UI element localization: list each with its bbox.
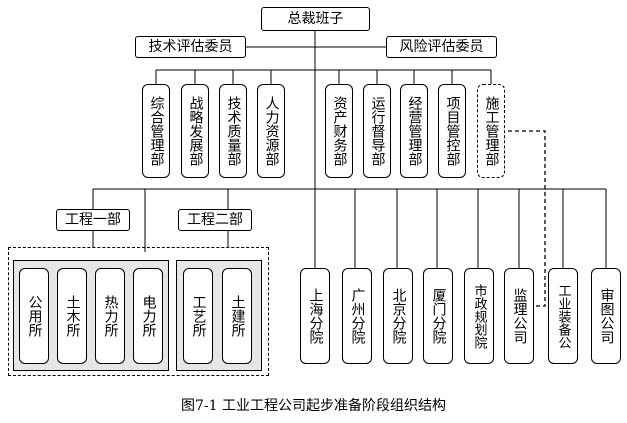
dept-label: 综合管理部 bbox=[148, 96, 165, 166]
branch-label: 北京分院 bbox=[390, 288, 407, 344]
branch-label: 厦门分院 bbox=[430, 288, 447, 344]
executive-board-box: 总裁班子 bbox=[261, 7, 370, 31]
unit-label: 土建所 bbox=[229, 295, 246, 337]
unit-label: 电力所 bbox=[140, 295, 157, 337]
dept-box-d7: 经营管理部 bbox=[400, 84, 428, 178]
dept-label: 施工管理部 bbox=[483, 96, 500, 166]
branch-box-b4: 厦门分院 bbox=[423, 268, 453, 364]
dept-box-d3: 技术质量部 bbox=[219, 84, 247, 178]
unit-box: 电力所 bbox=[133, 268, 163, 364]
tech-committee-label: 技术评估委员 bbox=[148, 39, 233, 55]
executive-board-label: 总裁班子 bbox=[287, 11, 344, 27]
dept-label: 人力资源部 bbox=[263, 96, 280, 166]
unit-box: 热力所 bbox=[95, 268, 125, 364]
dept-box-d9: 施工管理部 bbox=[477, 84, 505, 178]
unit-label: 公用所 bbox=[26, 295, 43, 337]
dept-box-d2: 战略发展部 bbox=[181, 84, 209, 178]
unit-box: 土建所 bbox=[222, 268, 252, 364]
branch-box-b2: 广州分院 bbox=[342, 268, 372, 364]
supervision-dashed-link bbox=[508, 130, 546, 307]
dept-label: 经营管理部 bbox=[406, 96, 423, 166]
division-box-g1: 工程一部 bbox=[56, 209, 130, 231]
dept-label: 项目管控部 bbox=[444, 96, 461, 166]
dept-label: 运行督导部 bbox=[369, 96, 386, 166]
dept-label: 资产财务部 bbox=[331, 96, 348, 166]
dept-label: 技术质量部 bbox=[225, 96, 242, 166]
figure-caption: 图7-1 工业工程公司起步准备阶段组织结构 bbox=[181, 398, 446, 414]
division-label: 工程一部 bbox=[65, 212, 121, 228]
unit-box: 土木所 bbox=[57, 268, 87, 364]
dept-box-d6: 运行督导部 bbox=[363, 84, 391, 178]
dept-label: 战略发展部 bbox=[187, 96, 204, 166]
branch-label: 广州分院 bbox=[349, 288, 366, 344]
risk-committee-box: 风险评估委员 bbox=[386, 36, 497, 58]
branch-box-b3: 北京分院 bbox=[383, 268, 413, 364]
dept-box-d4: 人力资源部 bbox=[257, 84, 285, 178]
unit-box: 工艺所 bbox=[183, 268, 213, 364]
tech-committee-box: 技术评估委员 bbox=[135, 36, 246, 58]
branch-label: 审图公司 bbox=[598, 288, 615, 344]
dept-box-d8: 项目管控部 bbox=[438, 84, 466, 178]
branch-box-b6: 监理公司 bbox=[504, 268, 534, 364]
branch-box-b5: 市政规划院 bbox=[464, 268, 494, 364]
engineering-units-region bbox=[8, 247, 269, 376]
division-box-g2: 工程二部 bbox=[178, 209, 252, 231]
division-label: 工程二部 bbox=[187, 212, 243, 228]
unit-label: 热力所 bbox=[102, 295, 119, 337]
unit-label: 土木所 bbox=[64, 295, 81, 337]
branch-label: 上海分院 bbox=[307, 288, 324, 344]
branch-box-b1: 上海分院 bbox=[300, 268, 330, 364]
branch-box-b7: 工业装备公 bbox=[548, 268, 578, 364]
unit-label: 工艺所 bbox=[190, 295, 207, 337]
dept-box-d5: 资产财务部 bbox=[325, 84, 353, 178]
dept-box-d1: 综合管理部 bbox=[142, 84, 170, 178]
branch-label: 监理公司 bbox=[511, 288, 528, 344]
branch-label: 市政规划院 bbox=[471, 283, 487, 349]
risk-committee-label: 风险评估委员 bbox=[399, 39, 484, 55]
branch-box-b8: 审图公司 bbox=[591, 268, 621, 364]
branch-label: 工业装备公 bbox=[555, 283, 571, 349]
unit-box: 公用所 bbox=[19, 268, 49, 364]
